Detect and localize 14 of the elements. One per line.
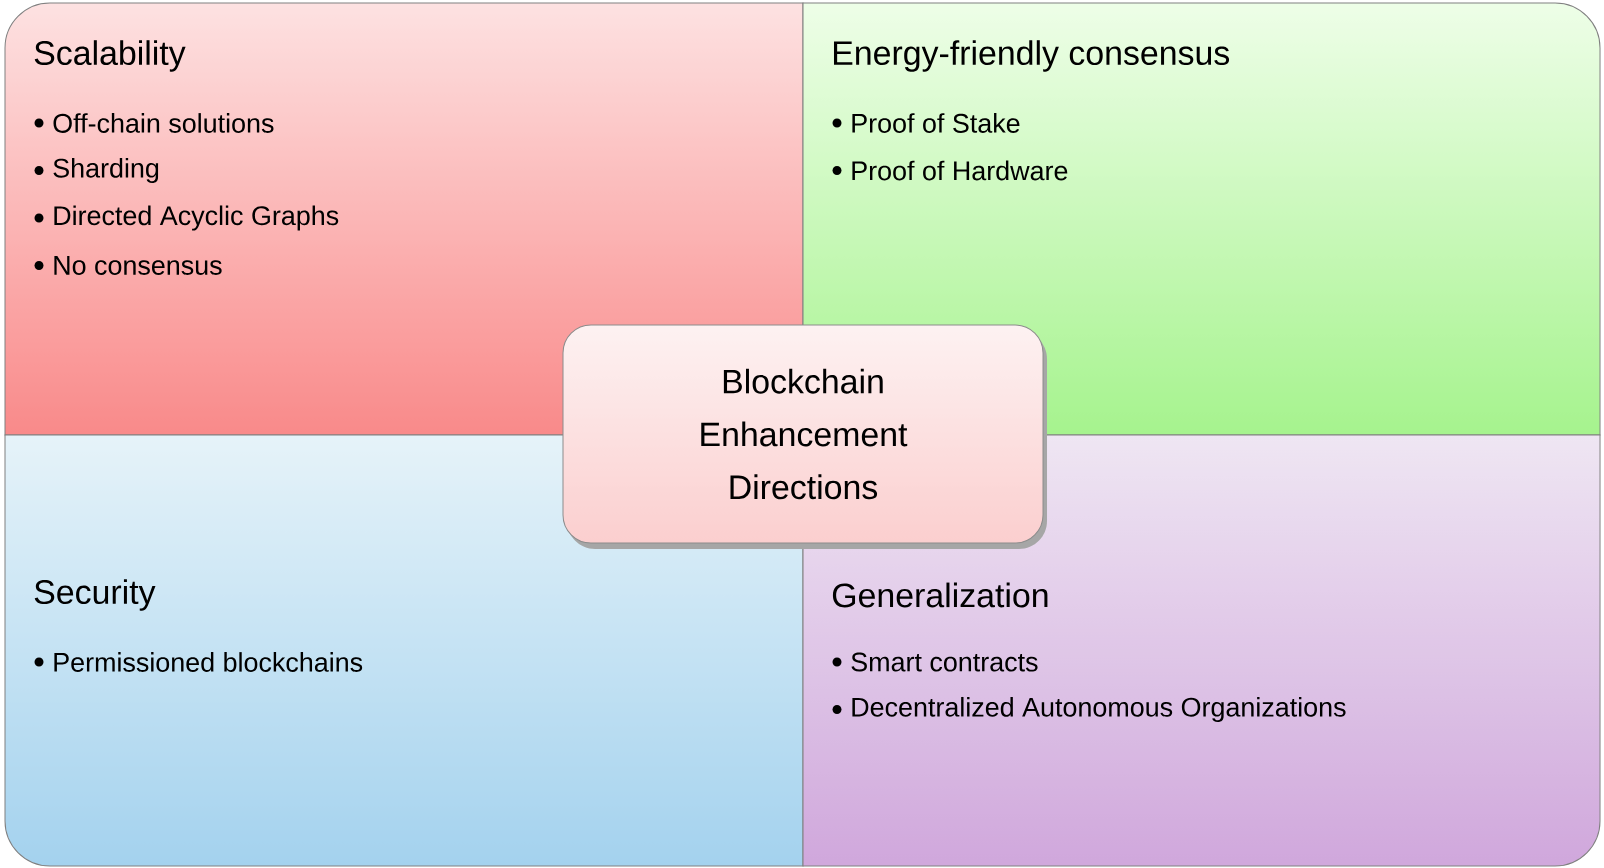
bullet-item: Proof of Hardware (852, 160, 1068, 181)
bullet-item: Directed Acyclic Graphs (54, 205, 339, 231)
heading: Security (34, 579, 156, 611)
heading: Energy-friendly consensus (834, 40, 1230, 72)
bullet-item: Smart contracts (851, 652, 1038, 672)
center-box: Blockchain Enhancement Directions (562, 324, 1047, 549)
bullet-item: Sharding (53, 157, 159, 184)
heading: Scalability (34, 40, 186, 72)
bullet-item: Permissioned blockchains (54, 652, 363, 672)
bullet-item: Decentralized Autonomous Organizations (852, 696, 1346, 723)
bullet-item: No consensus (54, 256, 222, 275)
heading: Generalization (832, 582, 1048, 608)
bullet-item: Proof of Stake (852, 113, 1020, 133)
bullet-item: Off-chain solutions (53, 113, 274, 133)
